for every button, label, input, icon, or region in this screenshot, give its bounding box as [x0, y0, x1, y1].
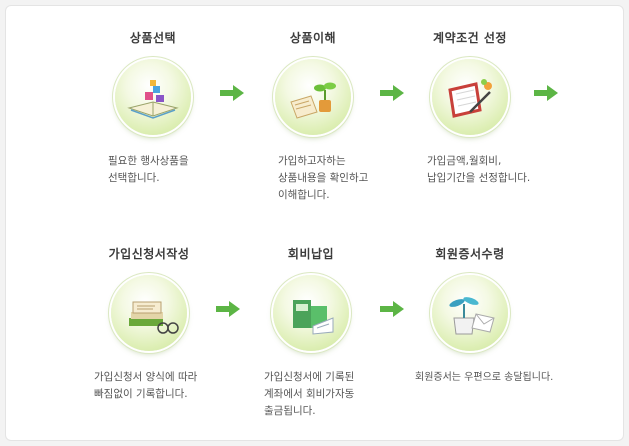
step-description: 가입금액,월회비, 납입기간을 선정합니다.	[385, 153, 555, 187]
arrow-right-icon	[220, 85, 244, 101]
open-book-plant-icon	[275, 59, 351, 135]
step-title: 회원증서수령	[435, 247, 505, 261]
step-title: 회비납입	[287, 247, 335, 261]
description-line: 납입기간을 선정합니다.	[427, 172, 531, 184]
step-product-selection: 상품선택 필요한 행사상품을 선택합니다.	[68, 29, 238, 187]
description-line: 가입신청서 양식에 따라	[94, 371, 198, 383]
description-line: 이해합니다.	[278, 189, 330, 201]
description-line: 회원증서는 우편으로 송달됩니다.	[415, 372, 554, 383]
description-line: 필요한 행사상품을	[108, 155, 189, 167]
books-glasses-icon	[111, 275, 187, 351]
step-title: 가입신청서작성	[108, 247, 190, 261]
book-blocks-icon	[115, 59, 191, 135]
arrow-right-icon	[534, 85, 558, 101]
description-line: 가입하고자하는	[278, 155, 346, 167]
step-description: 회원증서는 우편으로 송달됩니다.	[385, 369, 555, 386]
step-application-form: 가입신청서작성 가입신청서 양식에 따라 빠짐없이 기록합니다.	[64, 245, 234, 403]
step-description: 가입신청서 양식에 따라 빠짐없이 기록합니다.	[64, 369, 234, 403]
step-description: 가입하고자하는 상품내용을 확인하고 이해합니다.	[228, 153, 398, 204]
payment-machine-icon	[273, 275, 349, 351]
notebook-pencil-icon	[432, 59, 508, 135]
description-line: 계좌에서 회비가자동	[264, 388, 355, 400]
arrow-right-icon	[216, 301, 240, 317]
step-title: 계약조건 선정	[433, 31, 507, 45]
arrow-right-icon	[380, 85, 404, 101]
step-title: 상품선택	[129, 31, 177, 45]
step-description: 필요한 행사상품을 선택합니다.	[68, 153, 238, 187]
description-line: 선택합니다.	[108, 172, 160, 184]
step-title: 상품이해	[289, 31, 337, 45]
step-fee-payment: 회비납입 가입신청서에 기록된 계좌에서 회비가자동 출금됩니다.	[226, 245, 396, 420]
step-description: 가입신청서에 기록된 계좌에서 회비가자동 출금됩니다.	[226, 369, 396, 420]
step-certificate-receipt: 회원증서수령 회원증서는 우편으로 송달됩니다.	[385, 245, 555, 386]
description-line: 빠짐없이 기록합니다.	[94, 388, 188, 400]
step-product-understanding: 상품이해 가입하고자하는 상품내용을 확인하고 이해합니다.	[228, 29, 398, 204]
description-line: 출금됩니다.	[264, 405, 316, 417]
step-contract-conditions: 계약조건 선정 가입금액,월회비, 납입기간을 선정합니다.	[385, 29, 555, 187]
plant-envelope-icon	[432, 275, 508, 351]
description-line: 가입금액,월회비,	[427, 155, 502, 167]
arrow-right-icon	[380, 301, 404, 317]
description-line: 상품내용을 확인하고	[278, 172, 369, 184]
description-line: 가입신청서에 기록된	[264, 371, 355, 383]
